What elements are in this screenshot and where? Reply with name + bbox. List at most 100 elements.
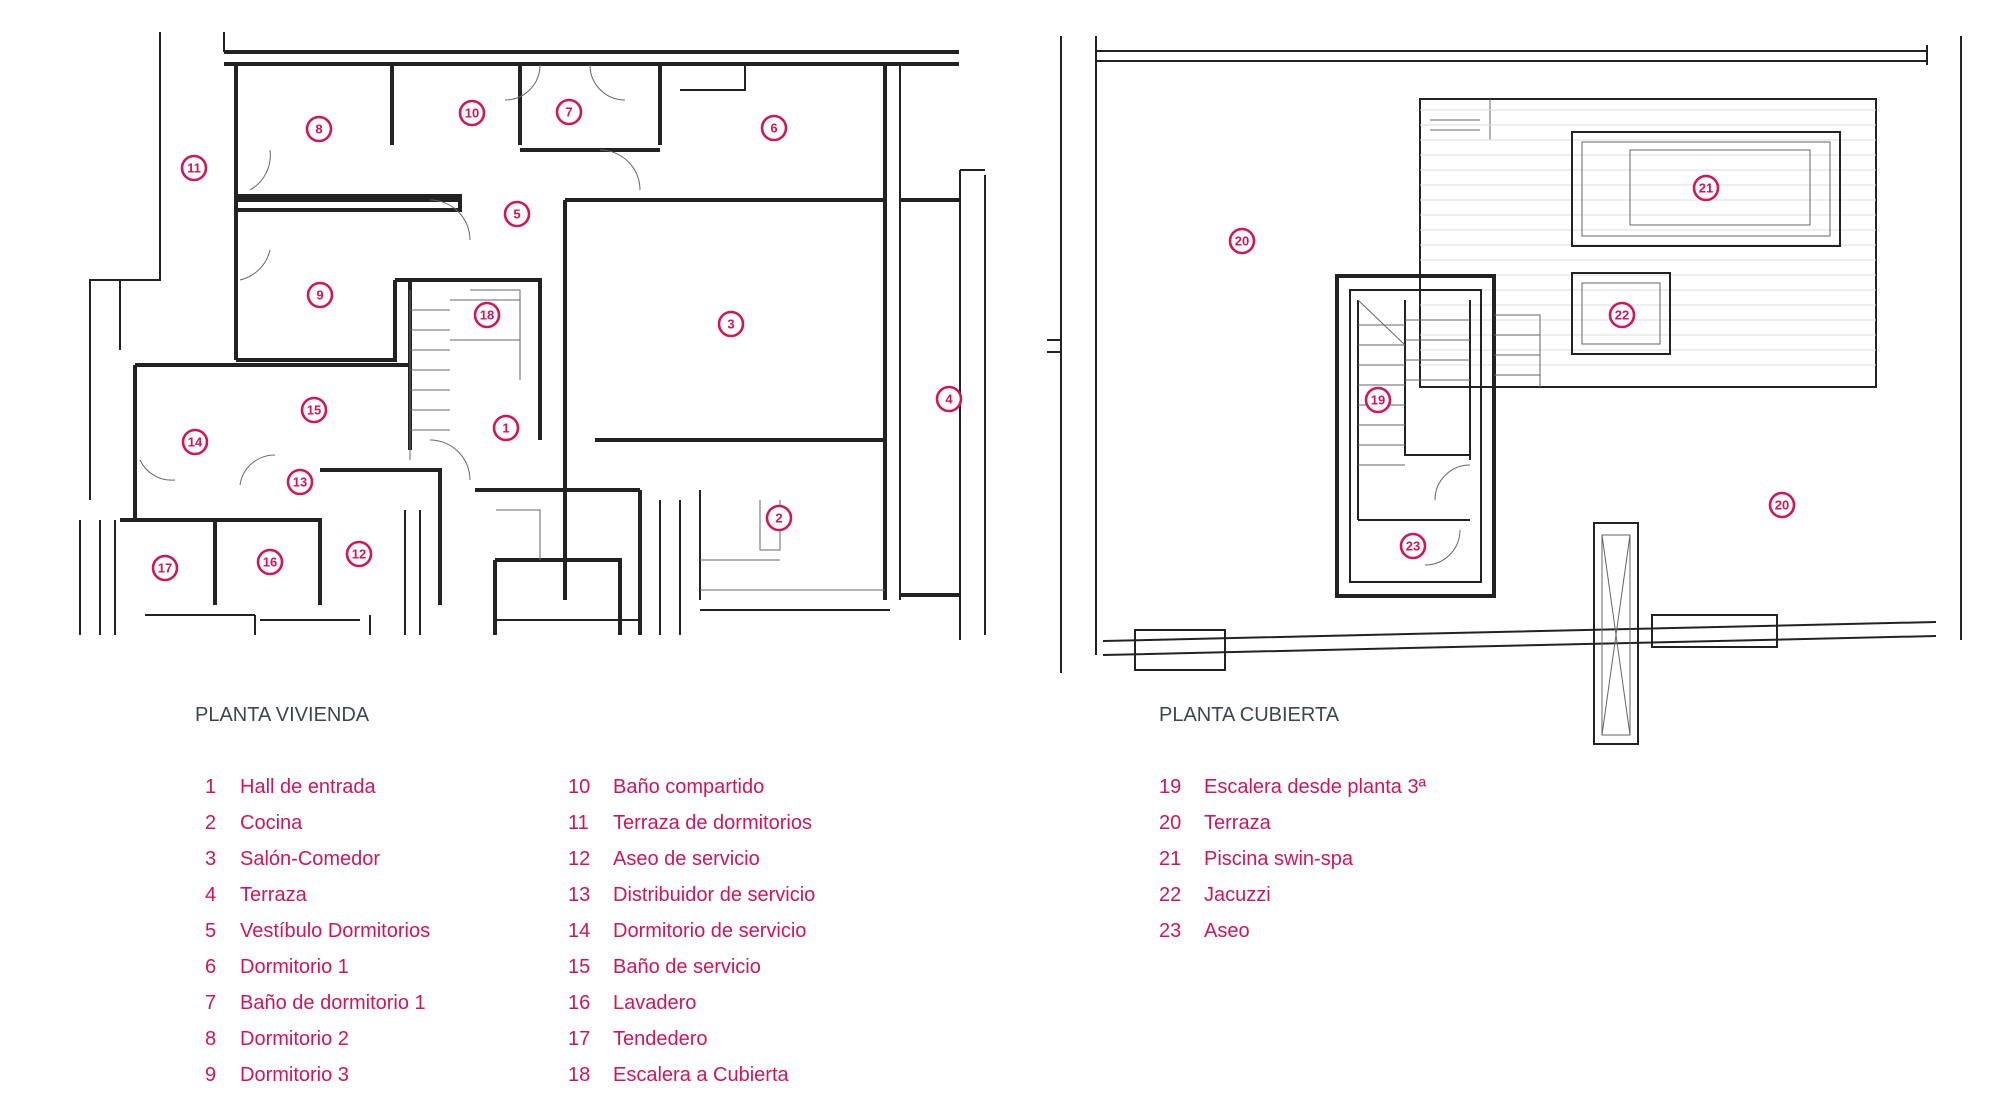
svg-text:17: 17: [158, 561, 172, 576]
legend-number: 1: [205, 776, 217, 798]
svg-text:23: 23: [1406, 539, 1420, 554]
legend-label: Distribuidor de servicio: [613, 884, 816, 906]
svg-text:11: 11: [187, 161, 201, 176]
marker-10[interactable]: 10: [458, 99, 486, 127]
marker-3[interactable]: 3: [717, 310, 745, 338]
marker-17[interactable]: 17: [151, 554, 179, 582]
svg-text:15: 15: [307, 403, 321, 418]
legend-item: 5 Vestíbulo Dormitorios: [205, 920, 430, 956]
legend-item: 22 Jacuzzi: [1159, 884, 1426, 920]
legend-number: 5: [205, 920, 217, 942]
legend-number: 9: [205, 1064, 217, 1086]
svg-text:3: 3: [727, 317, 734, 332]
marker-20a[interactable]: 20: [1228, 227, 1256, 255]
svg-text:7: 7: [565, 105, 572, 120]
legend-item: 8 Dormitorio 2: [205, 1028, 430, 1064]
legend-item: 16 Lavadero: [568, 992, 815, 1028]
svg-text:18: 18: [480, 308, 494, 323]
legend-number: 21: [1159, 848, 1182, 870]
plan-vivienda: [79, 32, 986, 640]
svg-text:20: 20: [1235, 234, 1249, 249]
legend-number: 23: [1159, 920, 1182, 942]
legend-number: 18: [568, 1064, 591, 1086]
legend-number: 11: [568, 812, 589, 834]
marker-1[interactable]: 1: [492, 414, 520, 442]
legend-label: Dormitorio 1: [240, 956, 349, 978]
plan-cubierta: [1047, 36, 1962, 745]
marker-21[interactable]: 21: [1692, 174, 1720, 202]
legend-number: 10: [568, 776, 591, 798]
marker-20b[interactable]: 20: [1768, 491, 1796, 519]
legend-label: Jacuzzi: [1204, 884, 1271, 906]
legend-label: Terraza: [240, 884, 307, 906]
legend-label: Lavadero: [613, 992, 697, 1014]
legend-label: Piscina swin-spa: [1204, 848, 1353, 870]
svg-text:12: 12: [352, 547, 366, 562]
svg-text:9: 9: [316, 288, 323, 303]
svg-text:10: 10: [465, 106, 479, 121]
room-markers: 1 2 3 4 5 6 7 8 9 10 11 12 13 14 15 16 1…: [151, 98, 1796, 582]
legend-label: Dormitorio 2: [240, 1028, 349, 1050]
marker-14[interactable]: 14: [181, 428, 209, 456]
svg-text:8: 8: [315, 122, 322, 137]
marker-13[interactable]: 13: [286, 468, 314, 496]
svg-text:14: 14: [188, 435, 203, 450]
legend-number: 17: [568, 1028, 591, 1050]
legend-number: 8: [205, 1028, 217, 1050]
marker-4[interactable]: 4: [935, 385, 963, 413]
marker-8[interactable]: 8: [305, 115, 333, 143]
legend-number: 16: [568, 992, 591, 1014]
legend-label: Aseo de servicio: [613, 848, 760, 870]
legend-item: 3 Salón-Comedor: [205, 848, 430, 884]
marker-23[interactable]: 23: [1399, 532, 1427, 560]
marker-15[interactable]: 15: [300, 396, 328, 424]
marker-19[interactable]: 19: [1364, 386, 1392, 414]
planta-cubierta-title: PLANTA CUBIERTA: [1159, 704, 1340, 726]
marker-16[interactable]: 16: [256, 548, 284, 576]
legend-number: 22: [1159, 884, 1182, 906]
legend-label: Salón-Comedor: [240, 848, 381, 870]
legend-number: 20: [1159, 812, 1182, 834]
legend-number: 7: [205, 992, 217, 1014]
marker-7[interactable]: 7: [555, 98, 583, 126]
marker-2[interactable]: 2: [765, 504, 793, 532]
legend-number: 3: [205, 848, 217, 870]
marker-9[interactable]: 9: [306, 281, 334, 309]
svg-text:22: 22: [1615, 308, 1629, 323]
marker-6[interactable]: 6: [760, 114, 788, 142]
legend-label: Hall de entrada: [240, 776, 376, 798]
legend-label: Escalera desde planta 3ª: [1204, 776, 1426, 798]
svg-text:19: 19: [1371, 393, 1385, 408]
svg-text:2: 2: [775, 511, 782, 526]
marker-12[interactable]: 12: [345, 540, 373, 568]
legend-label: Baño compartido: [613, 776, 765, 798]
marker-5[interactable]: 5: [503, 200, 531, 228]
legend-item: 19 Escalera desde planta 3ª: [1159, 776, 1426, 812]
legend-label: Vestíbulo Dormitorios: [240, 920, 431, 942]
svg-text:5: 5: [513, 207, 520, 222]
svg-text:6: 6: [770, 121, 777, 136]
svg-text:16: 16: [263, 555, 277, 570]
legend-label: Dormitorio de servicio: [613, 920, 807, 942]
legend-item: 1 Hall de entrada: [205, 776, 430, 812]
marker-22[interactable]: 22: [1608, 301, 1636, 329]
marker-18[interactable]: 18: [473, 301, 501, 329]
marker-11[interactable]: 11: [180, 154, 208, 182]
legend-number: 19: [1159, 776, 1182, 798]
